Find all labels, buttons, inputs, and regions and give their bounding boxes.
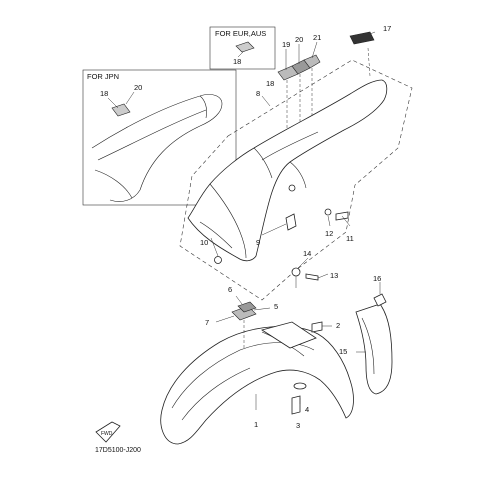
screw-16 [373, 293, 387, 307]
washer-4 [293, 382, 307, 390]
sticker-18-jpn-shape [111, 103, 131, 117]
callout-20-main: 20 [295, 35, 303, 44]
callout-4: 4 [305, 405, 309, 414]
callout-labels: 1 2 3 4 5 6 7 8 9 10 11 12 13 14 15 16 1… [200, 24, 391, 430]
rear-fender-washer-10 [214, 256, 222, 264]
callout-20-jpn: 20 [134, 83, 142, 92]
bolt-13 [305, 273, 319, 281]
collar-12 [324, 208, 332, 216]
sticker-21 [303, 54, 321, 69]
fork-guard-group [355, 293, 393, 395]
callout-6: 6 [228, 285, 232, 294]
fwd-marker-text: FWD [101, 431, 113, 437]
inset-jpn-label: FOR JPN [87, 72, 119, 81]
inset-eur-aus-label: FOR EUR,AUS [215, 29, 266, 38]
callout-21: 21 [313, 33, 321, 42]
bolt-2 [311, 321, 323, 333]
callout-18-eur: 18 [233, 57, 241, 66]
callout-16: 16 [373, 274, 381, 283]
bolt-3 [291, 395, 301, 415]
callout-12: 12 [325, 229, 333, 238]
callout-14: 14 [303, 249, 311, 258]
callout-2: 2 [336, 321, 340, 330]
callout-1: 1 [254, 420, 258, 429]
rear-fender-group [179, 31, 413, 301]
front-fender-mount [261, 321, 317, 349]
callout-7: 7 [205, 318, 209, 327]
callout-8: 8 [256, 89, 260, 98]
front-fender-group [160, 301, 354, 445]
callout-13: 13 [330, 271, 338, 280]
callout-3: 3 [296, 421, 300, 430]
callout-19: 19 [282, 40, 290, 49]
callout-18-jpn: 18 [100, 89, 108, 98]
callout-10: 10 [200, 238, 208, 247]
front-fender-shape [160, 326, 354, 445]
sticker-6 [237, 301, 257, 313]
inset-eur-aus: FOR EUR,AUS 18 [209, 26, 276, 70]
callout-11: 11 [346, 234, 354, 243]
diagram-code: 17D5100-J200 [95, 447, 141, 454]
sticker-18-eur-shape [235, 41, 255, 53]
fork-guard-shape [355, 303, 393, 395]
leader-lines [210, 31, 381, 410]
sticker-17 [349, 31, 375, 45]
fwd-arrow: FWD [95, 421, 121, 443]
inset-jpn: FOR JPN 18 20 [82, 69, 237, 206]
callout-5: 5 [274, 302, 278, 311]
clip-9 [285, 213, 297, 231]
callout-18-main: 18 [266, 79, 274, 88]
callout-9: 9 [256, 238, 260, 247]
callout-15: 15 [339, 347, 347, 356]
rear-fender-shape [187, 79, 388, 262]
washer-14 [291, 267, 301, 277]
callout-17: 17 [383, 24, 391, 33]
